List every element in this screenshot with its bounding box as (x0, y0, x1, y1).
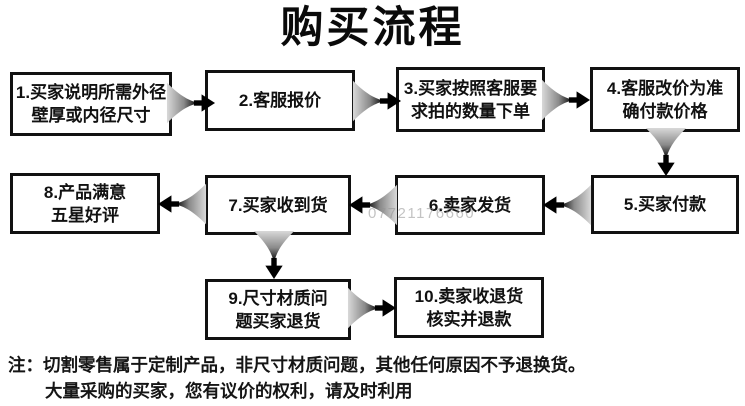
flow-step-1-line2: 壁厚或内径尺寸 (31, 106, 151, 125)
flow-step-3-line1: 3.买家按照客服要 (403, 78, 538, 98)
flow-step-10-line2: 核实并退款 (426, 309, 512, 329)
flow-step-8-line1: 8.产品满意 (43, 182, 127, 202)
flow-step-4-line2: 确付款价格 (622, 101, 708, 121)
flow-step-8-line2: 五星好评 (51, 205, 119, 225)
flow-step-10-line1: 10.卖家收退货 (414, 286, 524, 306)
flow-step-7: 7.买家收到货 (205, 175, 351, 235)
arrow-down-icon (641, 127, 691, 177)
flow-step-1: 1.买家说明所需外径 壁厚或内径尺寸 (10, 72, 172, 136)
flow-step-3: 3.买家按照客服要 求拍的数量下单 (396, 67, 545, 132)
flow-step-5-line1: 5.买家付款 (623, 195, 707, 214)
flow-step-7-line1: 7.买家收到货 (228, 195, 328, 215)
flow-step-4-line1: 4.客服改价为准 (606, 78, 724, 98)
flow-step-9: 9.尺寸材质问 题买家退货 (205, 279, 351, 340)
flow-step-10: 10.卖家收退货 核实并退款 (394, 277, 544, 338)
arrow-left-icon (542, 183, 592, 227)
flow-step-2-line1: 2.客服报价 (238, 91, 322, 110)
disclaimer-line-1: 注：切割零售属于定制产品，非尺寸材质问题，其他任何原因不予退换货。 (8, 355, 586, 375)
arrow-left-icon (348, 183, 398, 227)
arrow-right-icon (347, 286, 397, 330)
arrow-down-icon (249, 230, 299, 280)
arrow-right-icon (166, 81, 216, 125)
flow-step-4: 4.客服改价为准 确付款价格 (590, 67, 740, 132)
watermark: 07721176660 (368, 205, 476, 222)
flow-step-9-line1: 9.尺寸材质问 (228, 288, 328, 308)
flow-step-2: 2.客服报价 (205, 70, 355, 131)
arrow-right-icon (352, 79, 402, 123)
flow-step-8: 8.产品满意 五星好评 (10, 173, 160, 234)
page-title: 购买流程 (280, 4, 465, 52)
flow-step-6-line1: 6.卖家发货 (428, 195, 512, 215)
flow-step-5: 5.买家付款 (591, 175, 739, 234)
arrow-right-icon (541, 78, 591, 122)
disclaimer-note: 注：切割零售属于定制产品，非尺寸材质问题，其他任何原因不予退换货。 大量采购的买… (8, 352, 738, 404)
flow-step-6: 6.卖家发货 (395, 175, 545, 235)
arrow-left-icon (157, 182, 207, 226)
disclaimer-line-2: 大量采购的买家，您有议价的权利，请及时利用 (45, 381, 413, 401)
flow-step-1-line1: 1.买家说明所需外径 (15, 83, 167, 102)
flow-step-9-line2: 题买家退货 (235, 311, 321, 331)
flow-step-3-line2: 求拍的数量下单 (411, 101, 530, 121)
